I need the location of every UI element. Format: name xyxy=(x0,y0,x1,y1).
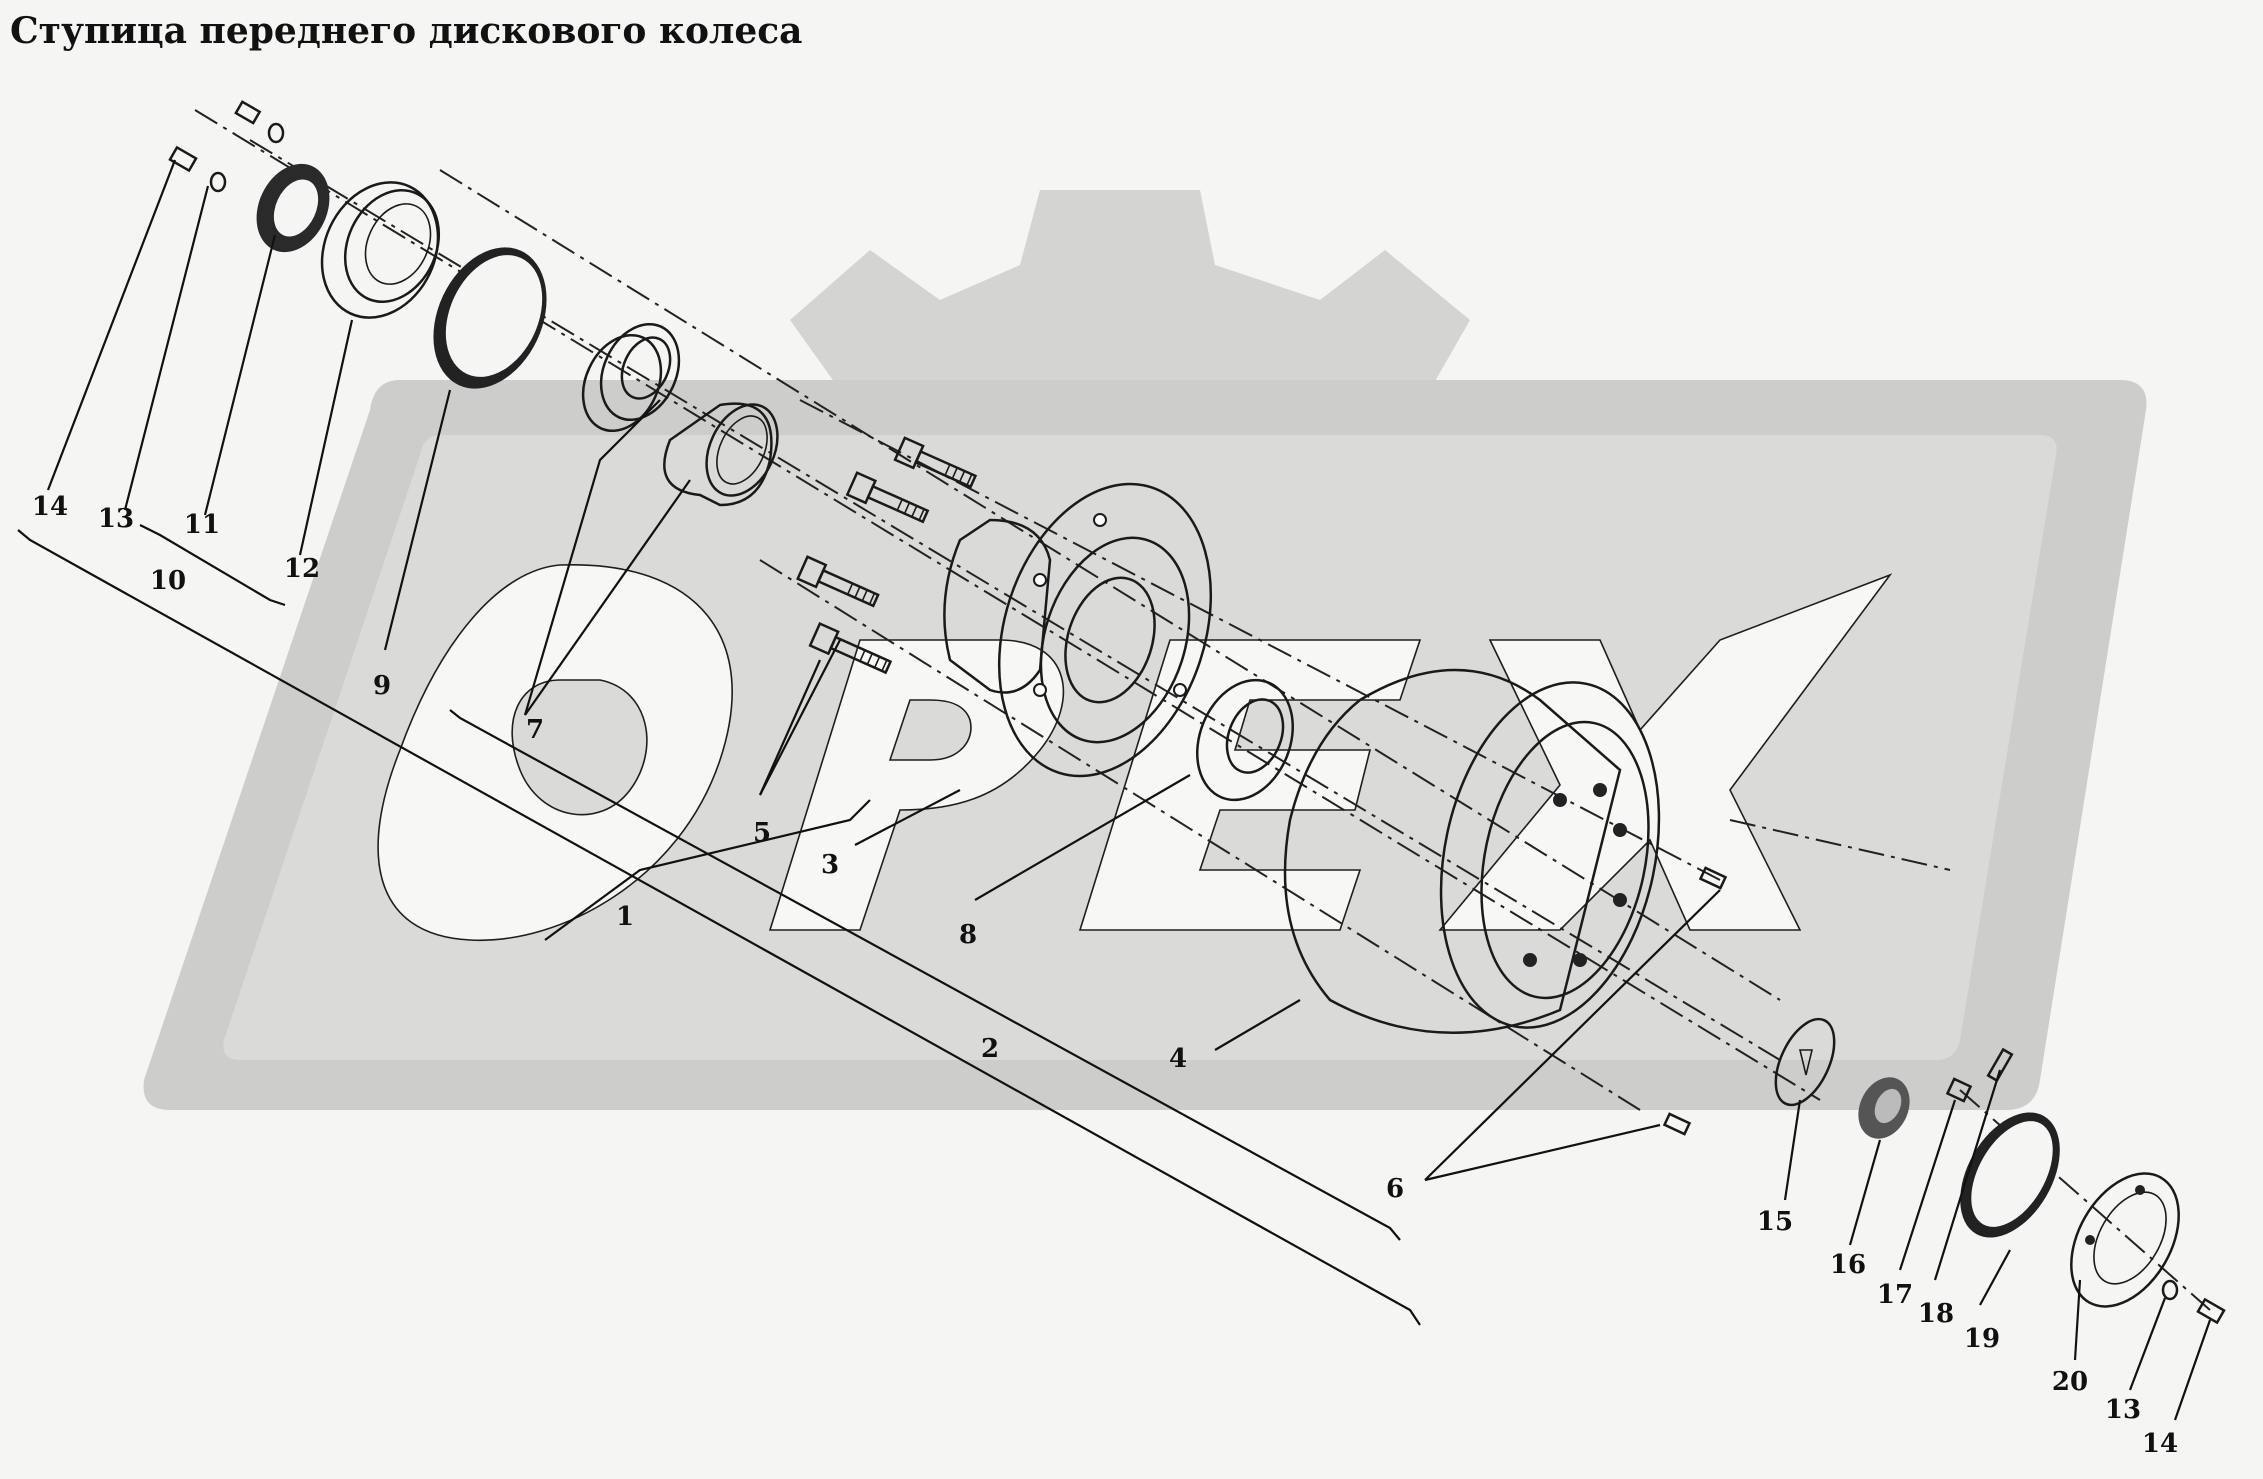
watermark-text xyxy=(377,564,1893,942)
label-1: 1 xyxy=(616,902,634,932)
page-title: Ступица переднего дискового колеса xyxy=(10,10,803,52)
label-16: 16 xyxy=(1830,1250,1866,1280)
label-6: 6 xyxy=(1386,1174,1404,1204)
part-screw-14-right xyxy=(2196,1297,2226,1325)
part-bearing-7 xyxy=(581,322,681,433)
part-seal-housing-12 xyxy=(320,181,441,319)
label-13-right: 13 xyxy=(2105,1395,2141,1425)
part-washer-13-right xyxy=(2161,1279,2179,1301)
label-4: 4 xyxy=(1169,1044,1187,1074)
part-bolts-5 xyxy=(796,436,978,675)
part-nut-16 xyxy=(1858,1077,1910,1139)
label-2: 2 xyxy=(981,1034,999,1064)
label-20: 20 xyxy=(2052,1367,2088,1397)
label-5: 5 xyxy=(753,818,771,848)
part-screw-14-left xyxy=(168,100,262,173)
label-17: 17 xyxy=(1877,1280,1913,1310)
part-pin-17 xyxy=(1945,1047,2014,1103)
part-bearing-cup xyxy=(663,402,779,507)
watermark-logo xyxy=(143,190,2147,1110)
label-11: 11 xyxy=(184,510,220,540)
part-ring-9 xyxy=(433,247,547,389)
label-18: 18 xyxy=(1918,1299,1954,1329)
label-19: 19 xyxy=(1964,1324,2000,1354)
label-9: 9 xyxy=(373,671,391,701)
part-seal-11 xyxy=(256,163,330,253)
label-10: 10 xyxy=(150,566,186,596)
label-8: 8 xyxy=(959,920,977,950)
part-gasket-19 xyxy=(1960,1112,2060,1238)
part-cap-20 xyxy=(2070,1172,2180,1308)
part-bearing-8 xyxy=(1195,678,1295,802)
part-hub-3 xyxy=(943,482,1213,778)
part-screws-6 xyxy=(1662,866,1728,1136)
label-15: 15 xyxy=(1757,1207,1793,1237)
label-3: 3 xyxy=(821,850,839,880)
part-washer-15 xyxy=(1774,1017,1836,1107)
label-14-left: 14 xyxy=(32,492,68,522)
label-14-right: 14 xyxy=(2142,1429,2178,1459)
leader-lines xyxy=(17,159,2212,1421)
part-labels: 14 13 11 10 12 9 7 5 3 1 8 2 4 6 15 16 1… xyxy=(32,492,2178,1459)
label-7: 7 xyxy=(526,715,544,745)
label-13-left: 13 xyxy=(98,504,134,534)
label-12: 12 xyxy=(284,554,320,584)
part-washer-13-left xyxy=(209,122,285,193)
part-brake-drum-4 xyxy=(1283,668,1661,1034)
